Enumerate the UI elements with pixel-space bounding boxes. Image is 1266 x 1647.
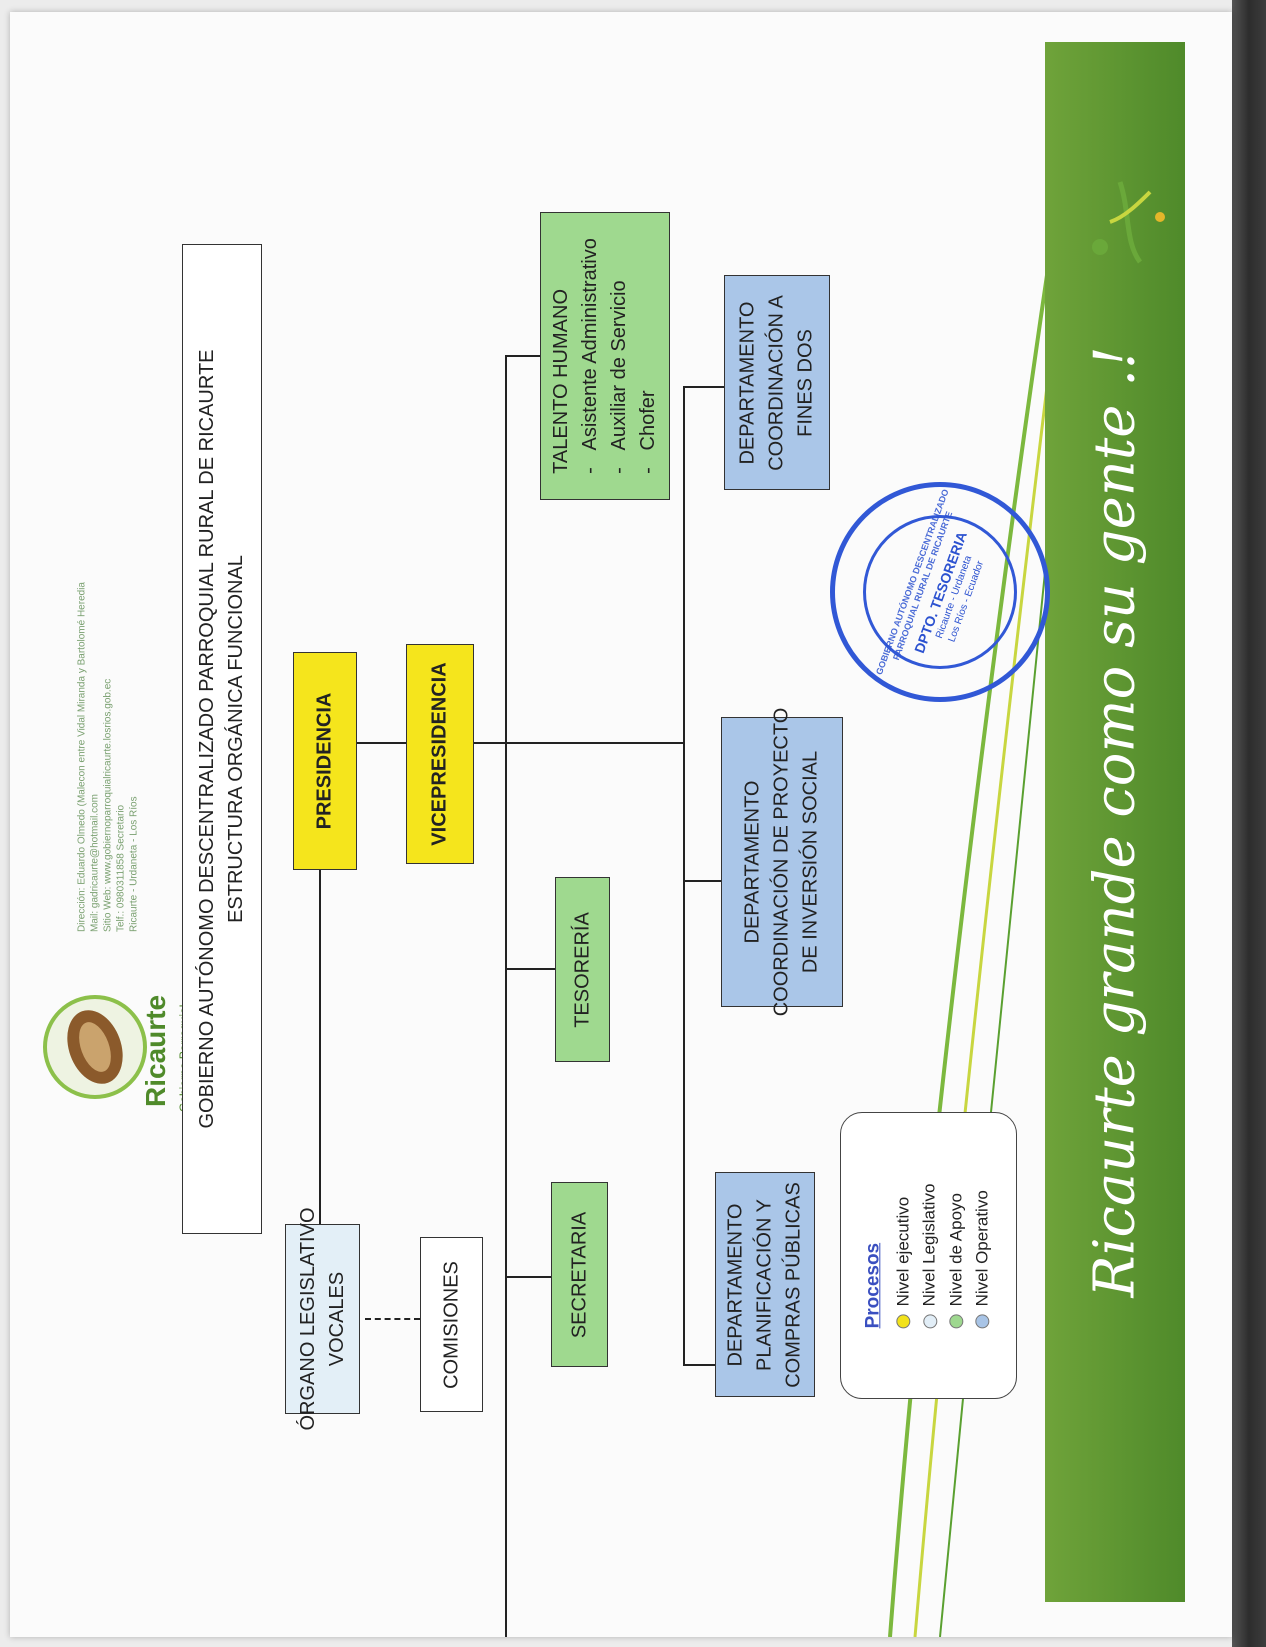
- connector: [505, 355, 507, 1637]
- contact-line: Telf.: 0980311858 Secretario: [115, 804, 127, 932]
- talento-item: - Asistente Administrativo: [579, 238, 601, 474]
- legend-box: Procesos Nivel ejecutivo Nivel Legislati…: [840, 1112, 1017, 1399]
- contact-info: Dirección: Eduardo Olmedo (Malecon entre…: [77, 547, 140, 967]
- node-vicepresidencia: VICEPRESIDENCIA: [406, 644, 474, 864]
- legend-title: Procesos: [861, 1242, 883, 1328]
- connector: [505, 355, 545, 357]
- contact-line: Sitio Web: www.gobiernoparroquialricaurt…: [102, 678, 114, 932]
- node-presidencia: PRESIDENCIA: [293, 652, 357, 870]
- legend-item: Nivel de Apoyo: [943, 1183, 969, 1328]
- slogan-banner: Ricaurte grande como su gente .!: [1045, 42, 1185, 1602]
- legend-dot-icon: [895, 1313, 910, 1328]
- node-tesoreria: TESORERÍA: [555, 877, 610, 1062]
- contact-line: Ricaurte - Urdaneta - Los Ríos: [128, 796, 140, 932]
- legend-dot-icon: [975, 1313, 990, 1328]
- slogan-text: Ricaurte grande como su gente .!: [1082, 346, 1148, 1298]
- org-subtitle: ESTRUCTURA ORGÁNICA FUNCIONAL: [225, 555, 247, 923]
- legend-item: Nivel Legislativo: [916, 1183, 942, 1328]
- legend-item: Nivel ejecutivo: [890, 1183, 916, 1328]
- org-title: GOBIERNO AUTÓNOMO DESCENTRALIZADO PARROQ…: [196, 349, 218, 1129]
- connector: [683, 1364, 717, 1366]
- node-talento-humano: TALENTO HUMANO - Asistente Administrativ…: [540, 212, 670, 500]
- node-dept-fines-dos: DEPARTAMENTO COORDINACIÓN A FINES DOS: [724, 275, 830, 490]
- connector: [319, 864, 321, 1230]
- scan-dark-edge: [1232, 0, 1266, 1647]
- dashed-connector: [365, 1318, 420, 1320]
- connector: [683, 880, 723, 882]
- talento-item: - Auxiliar de Servicio: [608, 280, 630, 474]
- contact-line: Mail: gadricaurte@hotmail.com: [89, 794, 101, 932]
- node-organo-legislativo: ÓRGANO LEGISLATIVO VOCALES: [285, 1207, 360, 1431]
- talento-humano-title: TALENTO HUMANO: [550, 288, 572, 474]
- treasury-stamp: GOBIERNO AUTÓNOMO DESCENTRALIZADO PARROQ…: [830, 482, 1050, 702]
- org-title-box: GOBIERNO AUTÓNOMO DESCENTRALIZADO PARROQ…: [182, 244, 262, 1234]
- talento-item: - Chofer: [637, 390, 659, 474]
- legend-dot-icon: [948, 1313, 963, 1328]
- document-page: Ricaurte grande como su gente .! Ricaurt…: [10, 12, 1232, 1637]
- connector: [355, 742, 408, 744]
- connector: [473, 742, 683, 744]
- node-dept-inversion-social: DEPARTAMENTO COORDINACIÓN DE PROYECTO DE…: [721, 708, 843, 1016]
- ricaurte-logo-icon: Ricaurte Gobierno Parroquial: [43, 995, 190, 1112]
- node-secretaria: SECRETARIA: [551, 1182, 608, 1367]
- connector: [683, 386, 685, 1366]
- svg-text:Ricaurte: Ricaurte: [140, 995, 171, 1107]
- node-dept-planificacion: DEPARTAMENTO PLANIFICACIÓN Y COMPRAS PÚB…: [715, 1172, 815, 1397]
- legend-item: Nivel Operativo: [969, 1183, 995, 1328]
- connector: [505, 968, 557, 970]
- legend-dot-icon: [922, 1313, 937, 1328]
- node-comisiones: COMISIONES: [420, 1237, 483, 1412]
- connector: [683, 386, 725, 388]
- connector: [505, 1276, 553, 1278]
- contact-line: Dirección: Eduardo Olmedo (Malecon entre…: [76, 582, 88, 932]
- footer-logo-icon: [1092, 181, 1165, 264]
